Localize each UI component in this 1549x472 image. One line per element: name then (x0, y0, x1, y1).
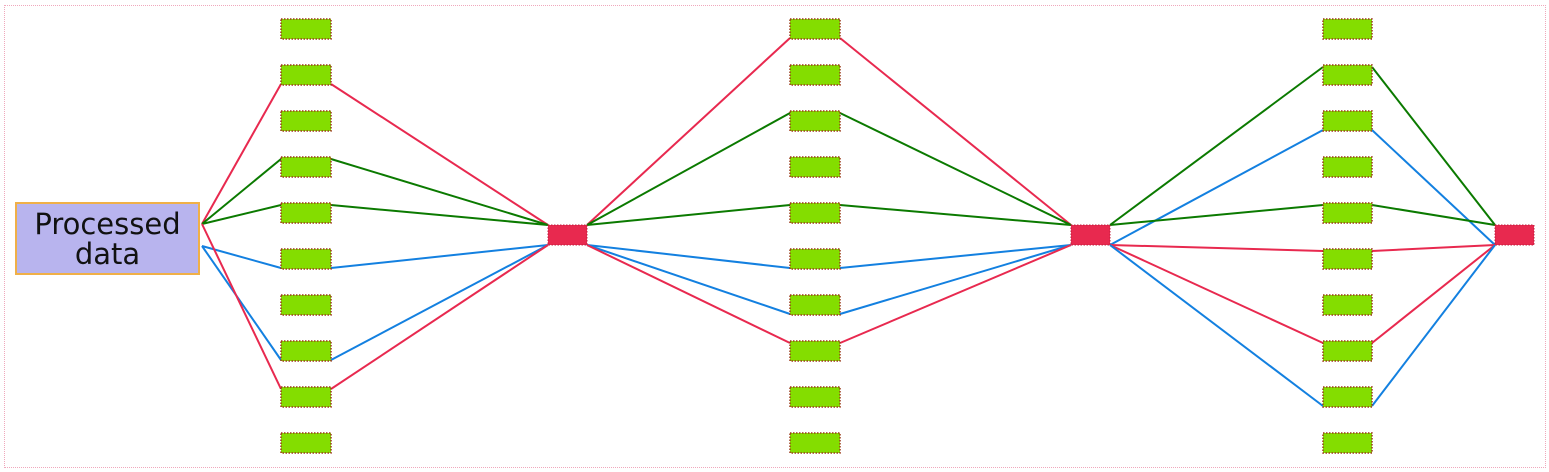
column-2-node-8 (789, 386, 841, 408)
node-group (280, 18, 1535, 454)
edge-hub-2-column-2-6 (839, 244, 1072, 315)
edge-hub-2-column-3-1 (1109, 66, 1324, 226)
edge-hub-3-column-3-8 (1371, 244, 1496, 407)
edge-hub-2-column-3-7 (1109, 244, 1324, 344)
edge-group (201, 37, 1496, 407)
edge-hub-1-column-1-5 (330, 244, 549, 269)
column-1-node-9 (280, 432, 332, 454)
edge-hub-1-column-1-8 (330, 244, 549, 390)
edge-hub-1-column-2-0 (586, 37, 791, 226)
edge-hub-2-column-3-4 (1109, 204, 1324, 226)
edge-source-column-1-4 (201, 204, 282, 225)
edge-hub-1-column-1-7 (330, 244, 549, 361)
edge-hub-2-column-2-2 (839, 112, 1072, 226)
column-1-node-0 (280, 18, 332, 40)
hub-2 (1070, 224, 1111, 246)
edge-hub-1-column-1-3 (330, 158, 549, 226)
column-3-node-8 (1322, 386, 1373, 408)
edge-hub-2-column-2-5 (839, 244, 1072, 269)
column-3-node-3 (1322, 156, 1373, 178)
column-1-node-8 (280, 386, 332, 408)
edge-source-column-1-7 (201, 245, 282, 361)
column-3-node-7 (1322, 340, 1373, 362)
edge-hub-2-column-3-5 (1109, 244, 1324, 252)
column-2-node-9 (789, 432, 841, 454)
column-2-node-7 (789, 340, 841, 362)
column-2-node-0 (789, 18, 841, 40)
edge-hub-1-column-2-6 (586, 244, 791, 315)
hub-3 (1494, 224, 1535, 246)
edge-hub-3-column-3-2 (1371, 129, 1496, 246)
diagram-frame (4, 5, 1546, 468)
edge-hub-1-column-2-2 (586, 112, 791, 226)
column-2-node-6 (789, 294, 841, 316)
column-2-node-5 (789, 248, 841, 270)
edge-source-column-1-1 (201, 83, 282, 225)
column-3-node-9 (1322, 432, 1373, 454)
edge-hub-2-column-2-4 (839, 204, 1072, 226)
edge-hub-1-column-1-4 (330, 204, 549, 226)
column-2-node-2 (789, 110, 841, 132)
edge-hub-1-column-2-7 (586, 244, 791, 344)
edge-hub-3-column-3-7 (1371, 244, 1496, 344)
column-1-node-3 (280, 156, 332, 178)
edge-hub-3-column-3-1 (1371, 66, 1496, 226)
column-1-node-2 (280, 110, 332, 132)
column-2-node-4 (789, 202, 841, 224)
column-1-node-5 (280, 248, 332, 270)
column-1-node-1 (280, 64, 332, 86)
column-3-node-5 (1322, 248, 1373, 270)
edge-hub-2-column-3-2 (1109, 129, 1324, 246)
column-1-node-7 (280, 340, 332, 362)
column-2-node-3 (789, 156, 841, 178)
column-3-node-2 (1322, 110, 1373, 132)
column-3-node-1 (1322, 64, 1373, 86)
edge-hub-1-column-2-5 (586, 244, 791, 269)
edge-hub-1-column-1-1 (330, 83, 549, 226)
edge-hub-1-column-2-4 (586, 204, 791, 226)
column-1-node-4 (280, 202, 332, 224)
edge-hub-2-column-2-0 (839, 37, 1072, 226)
edge-hub-2-column-2-7 (839, 244, 1072, 344)
column-1-node-6 (280, 294, 332, 316)
edge-source-column-1-3 (201, 158, 282, 225)
hub-1 (547, 224, 588, 246)
source-node: Processed data (15, 202, 200, 275)
edge-hub-3-column-3-4 (1371, 204, 1496, 226)
edge-source-column-1-8 (201, 223, 282, 390)
column-2-node-1 (789, 64, 841, 86)
column-3-node-0 (1322, 18, 1373, 40)
column-3-node-6 (1322, 294, 1373, 316)
source-node-label: Processed data (34, 206, 181, 271)
edge-hub-3-column-3-5 (1371, 244, 1496, 252)
column-3-node-4 (1322, 202, 1373, 224)
edge-hub-2-column-3-8 (1109, 244, 1324, 407)
